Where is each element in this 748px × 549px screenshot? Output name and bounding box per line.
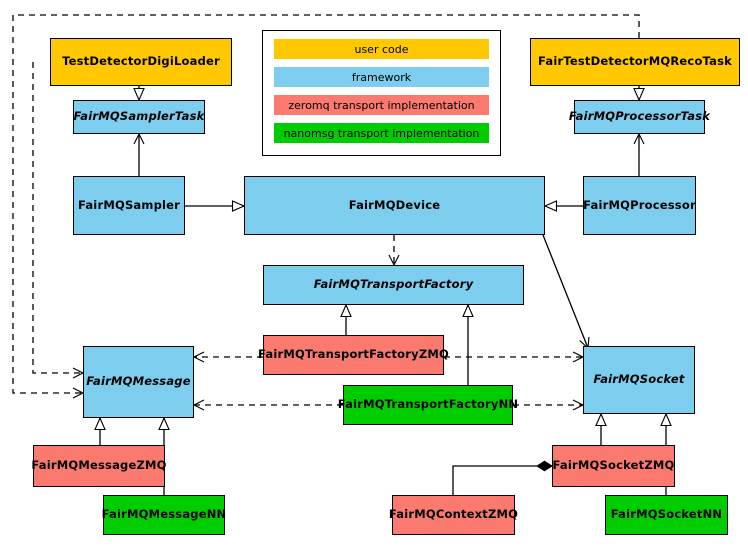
node-label: FairMQProcessorTask (568, 109, 711, 124)
node-label: FairMQContextZMQ (388, 507, 519, 522)
node-fairmq-processor[interactable]: FairMQProcessor (583, 176, 696, 235)
legend-label: user code (354, 42, 409, 56)
node-label: FairTestDetectorMQRecoTask (538, 54, 732, 69)
node-fairmq-socket-nn[interactable]: FairMQSocketNN (605, 495, 728, 535)
node-test-detector-digi-loader[interactable]: TestDetectorDigiLoader (50, 38, 232, 86)
node-label: FairMQMessage (86, 374, 191, 389)
node-label: FairMQProcessor (583, 197, 696, 212)
node-label: FairMQTransportFactory (313, 277, 474, 292)
legend-label: nanomsg transport implementation (283, 126, 480, 140)
node-fairmq-socket-zmq[interactable]: FairMQSocketZMQ (552, 445, 675, 487)
node-fairmq-socket[interactable]: FairMQSocket (583, 346, 695, 414)
node-label: FairMQSamplerTask (73, 109, 205, 124)
legend-label: framework (351, 70, 412, 84)
legend-item-zeromq: zeromq transport implementation (274, 95, 489, 115)
node-label: FairMQTransportFactoryNN (337, 397, 519, 412)
node-label: TestDetectorDigiLoader (62, 54, 220, 69)
node-fairmq-sampler-task[interactable]: FairMQSamplerTask (73, 100, 205, 134)
node-label: FairMQTransportFactoryZMQ (258, 347, 450, 362)
node-label: FairMQDevice (348, 197, 441, 212)
legend-item-user-code: user code (274, 39, 489, 59)
node-fairmq-transport-factory-nn[interactable]: FairMQTransportFactoryNN (338, 385, 518, 425)
node-fairmq-transport-factory[interactable]: FairMQTransportFactory (263, 265, 524, 305)
legend: user code framework zeromq transport imp… (262, 30, 501, 156)
node-fairmq-message[interactable]: FairMQMessage (83, 346, 194, 418)
node-fairmq-transport-factory-zmq[interactable]: FairMQTransportFactoryZMQ (258, 335, 449, 375)
node-label: FairMQSocket (593, 372, 685, 387)
node-fairmq-device[interactable]: FairMQDevice (244, 176, 545, 235)
node-label: FairMQSocketNN (610, 507, 723, 522)
node-label: FairMQMessageNN (101, 507, 227, 522)
node-fair-test-detector-mq-reco-task[interactable]: FairTestDetectorMQRecoTask (530, 38, 740, 86)
node-fairmq-sampler[interactable]: FairMQSampler (73, 176, 185, 235)
node-fairmq-message-nn[interactable]: FairMQMessageNN (101, 495, 227, 535)
node-label: FairMQSocketZMQ (552, 458, 675, 473)
legend-label: zeromq transport implementation (288, 98, 475, 112)
legend-item-framework: framework (274, 67, 489, 87)
node-fairmq-processor-task[interactable]: FairMQProcessorTask (569, 100, 710, 134)
node-label: FairMQMessageZMQ (31, 458, 167, 473)
edge-device-to-socket (542, 234, 590, 350)
legend-item-nanomsg: nanomsg transport implementation (274, 123, 489, 143)
node-label: FairMQSampler (77, 197, 181, 212)
node-fairmq-message-zmq[interactable]: FairMQMessageZMQ (31, 445, 167, 487)
node-fairmq-context-zmq[interactable]: FairMQContextZMQ (388, 495, 519, 535)
